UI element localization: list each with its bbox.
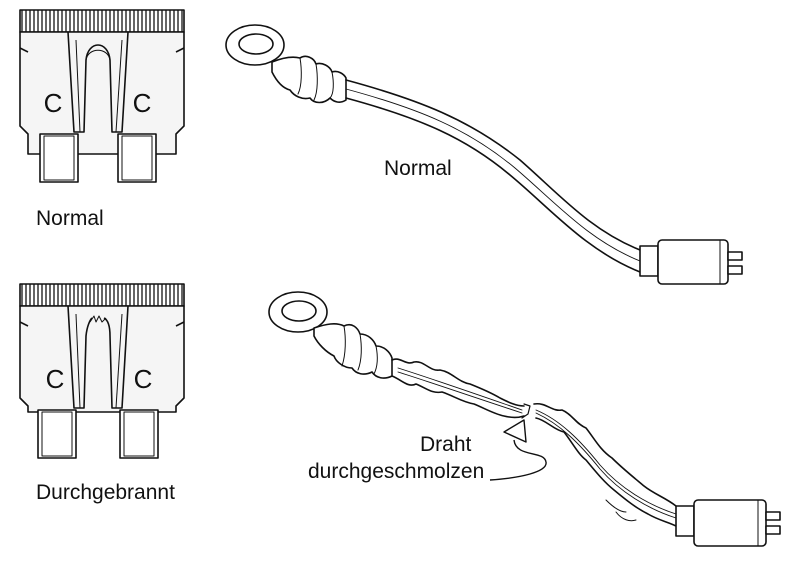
fuse-blown-prong-left [37,409,77,459]
wire-melted-insulation-left [391,358,525,407]
fuse-normal [19,9,185,183]
fuse-blown-body [19,305,185,413]
wire-melted-connector [675,505,695,537]
wire-normal-ring-terminal [225,24,285,66]
wire-normal-crimp [271,55,347,104]
label-fuse-blown: Durchgebrannt [36,481,175,504]
fuse-blown-element [67,305,129,409]
fuse-blown-cap [19,283,185,307]
wire-melted [268,291,781,547]
fuse-blown-letter-right: C [134,364,153,394]
wire-normal [225,24,743,285]
wire-normal-cable [345,79,641,251]
wire-melted-insulation-right [533,402,677,507]
label-wire-melted-line2: durchgeschmolzen [308,460,485,483]
wire-melted-crimp [313,323,393,379]
wire-melted-ring-terminal [268,291,328,333]
fuse-normal-prong-right [117,133,157,183]
fuse-blown-letter-left: C [46,364,65,394]
wire-normal-connector [639,245,659,277]
arrow-head [503,419,527,443]
fuse-normal-cap [19,9,185,33]
label-wire-melted-line1: Draht [420,433,472,456]
fuse-blown [19,283,185,459]
melted-callout-arrow [489,419,547,481]
label-wire-normal: Normal [384,157,452,180]
fuse-normal-prong-left [39,133,79,183]
fuse-blown-prong-right [119,409,159,459]
label-fuse-normal: Normal [36,207,104,230]
fuse-normal-letter-right: C [133,88,152,118]
fuse-normal-letter-left: C [44,88,63,118]
fuse-normal-element [67,31,129,133]
fuse-normal-body [19,31,185,155]
